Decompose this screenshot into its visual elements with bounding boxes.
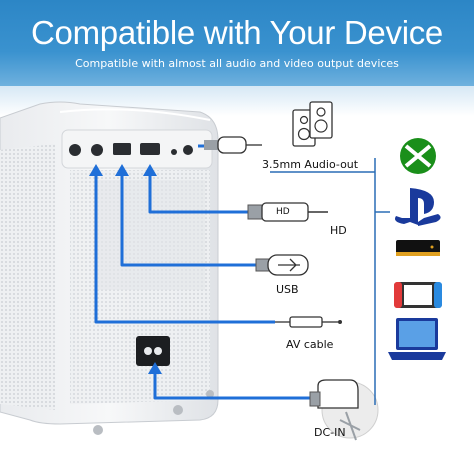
hdmi-line bbox=[148, 172, 258, 214]
projector-body bbox=[0, 101, 219, 435]
laptop-icon bbox=[388, 318, 446, 360]
playstation-icon bbox=[395, 188, 441, 226]
hdmi-plug bbox=[247, 202, 328, 222]
device-bracket bbox=[270, 158, 390, 405]
audio-port bbox=[183, 145, 193, 155]
speaker-icon bbox=[292, 101, 333, 147]
audio-plug bbox=[204, 136, 262, 154]
hdmi-label: HD bbox=[330, 224, 347, 237]
game-console-icon bbox=[394, 282, 442, 308]
xbox-icon bbox=[400, 138, 436, 174]
hdmi-plug-text: HD bbox=[276, 207, 290, 217]
dc-in-socket bbox=[136, 336, 170, 366]
usb-label: USB bbox=[276, 283, 299, 296]
dc-in-plug bbox=[309, 379, 379, 441]
av-cable-label: AV cable bbox=[286, 338, 334, 351]
line-arrows bbox=[89, 164, 162, 374]
tv-box-icon bbox=[396, 240, 440, 256]
port-round bbox=[91, 144, 103, 156]
av-plug bbox=[275, 316, 342, 328]
hdmi-port bbox=[140, 143, 160, 155]
dc-in-label: DC-IN bbox=[314, 426, 346, 439]
page-title: Compatible with Your Device bbox=[31, 14, 443, 51]
av-line bbox=[94, 172, 275, 324]
av-port bbox=[69, 144, 81, 156]
dcin-line bbox=[153, 370, 310, 400]
usb-port bbox=[113, 143, 131, 155]
audio-out-label: 3.5mm Audio-out bbox=[262, 158, 359, 171]
usb-plug bbox=[255, 254, 309, 276]
page-subtitle: Compatible with almost all audio and vid… bbox=[75, 57, 399, 70]
usb-line bbox=[120, 172, 258, 267]
header-banner: Compatible with Your Device Compatible w… bbox=[0, 0, 474, 86]
